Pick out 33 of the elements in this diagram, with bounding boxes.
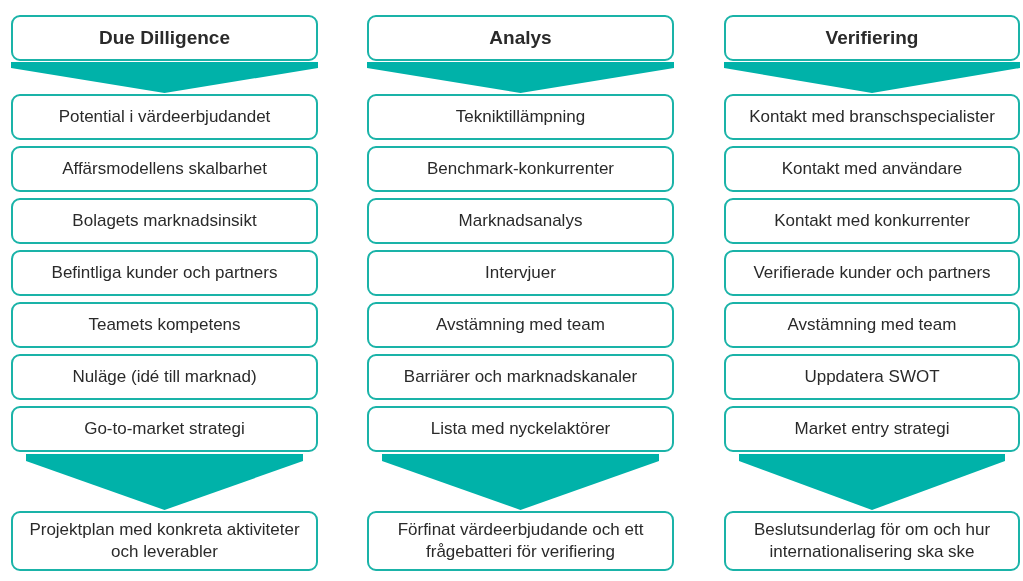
step-box: Avstämning med team [724, 302, 1020, 348]
step-box: Kontakt med användare [724, 146, 1020, 192]
phase-header-box: Analys [367, 15, 674, 61]
step-box: Benchmark-konkurrenter [367, 146, 674, 192]
step-box: Teamets kompetens [11, 302, 318, 348]
chevron-arrow [11, 62, 318, 93]
step-box: Marknadsanalys [367, 198, 674, 244]
step-box: Barriärer och marknadskanaler [367, 354, 674, 400]
step-box: Intervjuer [367, 250, 674, 296]
step-box: Befintliga kunder och partners [11, 250, 318, 296]
chevron-arrow [382, 454, 659, 510]
step-box: Market entry strategi [724, 406, 1020, 452]
step-box: Kontakt med konkurrenter [724, 198, 1020, 244]
result-box: Projektplan med konkreta aktiviteter och leverabler [11, 511, 318, 571]
step-box: Verifierade kunder och partners [724, 250, 1020, 296]
step-box: Kontakt med branschspecialister [724, 94, 1020, 140]
chevron-arrow [739, 454, 1005, 510]
step-box: Affärsmodellens skalbarhet [11, 146, 318, 192]
step-box: Tekniktillämpning [367, 94, 674, 140]
phase-header-box: Due Dilligence [11, 15, 318, 61]
chevron-arrow [724, 62, 1020, 93]
step-box: Nuläge (idé till marknad) [11, 354, 318, 400]
step-box: Go-to-market strategi [11, 406, 318, 452]
phase-header-box: Verifiering [724, 15, 1020, 61]
result-box: Förfinat värdeerbjudande och ett frågebatteri för verifiering [367, 511, 674, 571]
step-box: Bolagets marknadsinsikt [11, 198, 318, 244]
chevron-arrow [367, 62, 674, 93]
step-box: Lista med nyckelaktörer [367, 406, 674, 452]
result-box: Beslutsunderlag för om och hur internationalisering ska ske [724, 511, 1020, 571]
step-box: Potential i värdeerbjudandet [11, 94, 318, 140]
step-box: Avstämning med team [367, 302, 674, 348]
chevron-arrow [26, 454, 303, 510]
step-box: Uppdatera SWOT [724, 354, 1020, 400]
